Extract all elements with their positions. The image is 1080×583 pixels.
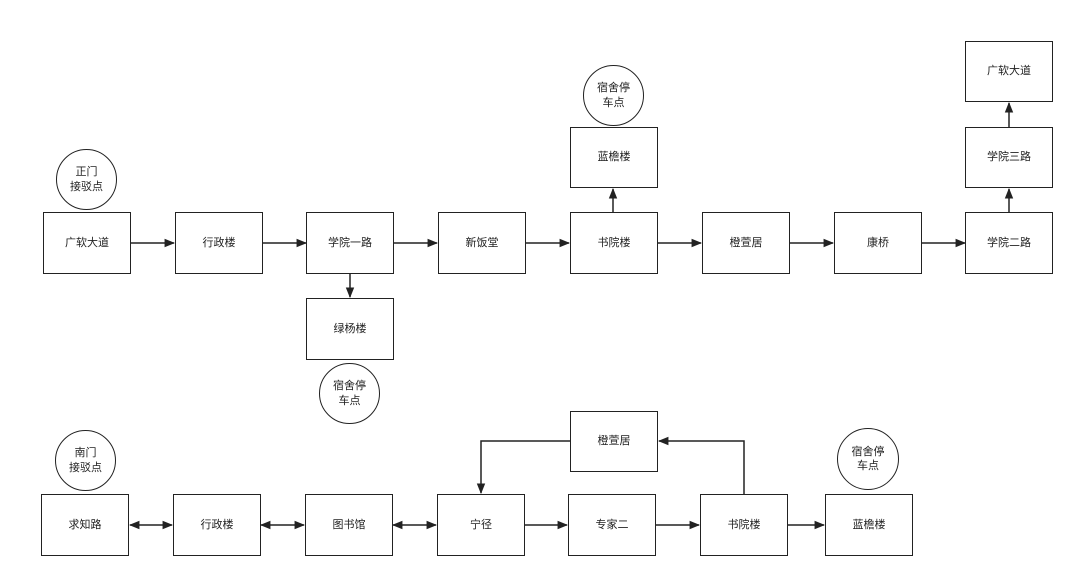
node-xueyuan-sanlu: 学院三路 [965, 127, 1053, 188]
stop-nanmen-jiebo: 南门 接驳点 [55, 430, 116, 491]
node-guangruan-dadao: 广软大道 [43, 212, 131, 274]
node-ningjing: 宁径 [437, 494, 525, 556]
node-qiuzhi-lu: 求知路 [41, 494, 129, 556]
node-zhuanjia-er: 专家二 [568, 494, 656, 556]
arrow-shuyuan-to-chengxuan-loop [657, 436, 745, 494]
stop-zhengmen-jiebo: 正门 接驳点 [56, 149, 117, 210]
node-chengxuan-ju: 橙萱居 [702, 212, 790, 274]
node-xingzheng-lou-bottom: 行政楼 [173, 494, 261, 556]
node-guangruan-dadao-end: 广软大道 [965, 41, 1053, 102]
node-xueyuan-erlu: 学院二路 [965, 212, 1053, 274]
node-tushuguan: 图书馆 [305, 494, 393, 556]
node-xin-fantang: 新饭堂 [438, 212, 526, 274]
node-lanzhou-lou-bottom: 蓝檐楼 [825, 494, 913, 556]
node-shuyuan-lou: 书院楼 [570, 212, 658, 274]
node-xueyuan-yilu: 学院一路 [306, 212, 394, 274]
node-kangqiao: 康桥 [834, 212, 922, 274]
node-chengxuan-ju-bottom: 橙萱居 [570, 411, 658, 472]
stop-dorm-parking-luyang: 宿舍停 车点 [319, 363, 380, 424]
node-xingzheng-lou: 行政楼 [175, 212, 263, 274]
stop-dorm-parking-lanzhou: 宿舍停 车点 [583, 65, 644, 126]
node-luyang-lou: 绿杨楼 [306, 298, 394, 360]
stop-dorm-parking-bottom: 宿舍停 车点 [837, 428, 899, 490]
arrow-chengxuan-to-ningjing-loop [476, 440, 570, 495]
node-lanzhou-lou: 蓝檐楼 [570, 127, 658, 188]
node-shuyuan-lou-bottom: 书院楼 [700, 494, 788, 556]
